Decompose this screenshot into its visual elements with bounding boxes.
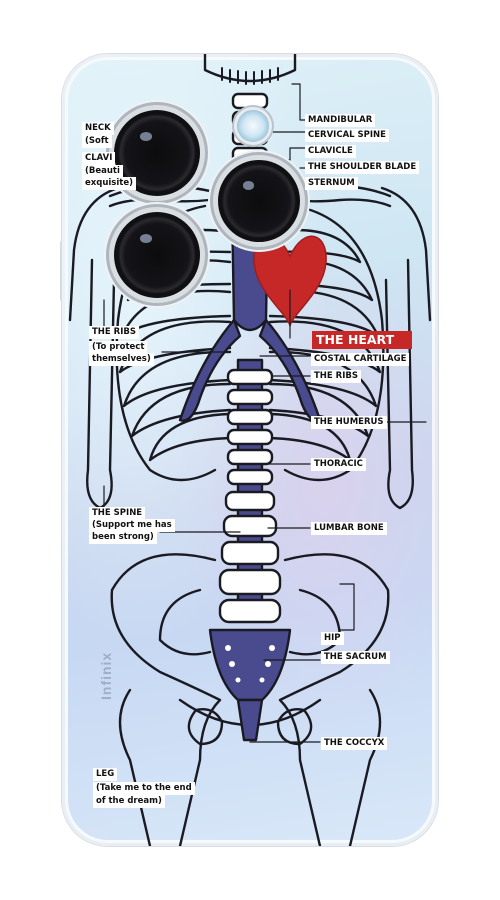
pelvis-right (278, 553, 390, 846)
label-the-ribs-left: THE RIBS (89, 326, 139, 339)
label-mandibular: MANDIBULAR (305, 114, 376, 127)
label-neck: NECK (82, 122, 114, 135)
label-the-ribs-left-sub2: themselves) (89, 353, 154, 366)
teeth (221, 67, 279, 85)
sacrum (208, 628, 292, 702)
label-hip: HIP (321, 632, 344, 645)
label-the-ribs-right: THE RIBS (311, 370, 361, 383)
pelvis-left (110, 553, 222, 846)
label-clavicle-left-sub1: (Beauti (82, 165, 123, 178)
humerus-left (86, 258, 116, 510)
rib-cage-right (283, 204, 385, 482)
vertebrae (218, 368, 282, 624)
label-thoracic: THORACIC (311, 458, 366, 471)
obturator-right (276, 708, 313, 746)
coccyx (236, 698, 264, 742)
humerus-right (384, 258, 414, 510)
femur-right (348, 688, 382, 846)
jaw-bone (203, 54, 297, 83)
label-the-ribs-left-sub1: (To protect (89, 341, 148, 354)
brand-watermark: Infinix (98, 651, 114, 700)
obturator-left (187, 708, 224, 746)
camera-lens-icon (114, 212, 200, 298)
camera-lens-icon (218, 160, 300, 242)
costal-cartilage (178, 318, 322, 422)
label-the-spine-sub2: been strong) (89, 531, 157, 544)
femur-left (118, 688, 152, 846)
flash-icon (237, 110, 269, 142)
label-the-humerus: THE HUMERUS (311, 416, 387, 429)
label-the-sacrum: THE SACRUM (321, 651, 390, 664)
shoulder-left (68, 186, 120, 322)
label-clavicle-left-sub2: exquisite) (82, 177, 136, 190)
label-lumbar-bone: LUMBAR BONE (311, 522, 387, 535)
label-clavicle: CLAVICLE (305, 145, 356, 158)
iliac-inner-left (158, 588, 212, 656)
shoulder-right (380, 186, 432, 322)
label-leg-sub2: of the dream) (93, 795, 165, 808)
label-neck-sub: (Soft (82, 135, 112, 148)
label-the-spine: THE SPINE (89, 507, 146, 520)
label-the-spine-sub1: (Support me has (89, 519, 175, 532)
label-the-coccyx: THE COCCYX (321, 737, 388, 750)
label-leg-sub1: (Take me to the end (93, 782, 195, 795)
label-shoulder-blade: THE SHOULDER BLADE (305, 161, 420, 174)
sacrum-holes (225, 645, 275, 683)
label-clavicle-left: CLAVI (82, 152, 116, 165)
label-cervical-spine: CERVICAL SPINE (305, 129, 389, 142)
label-the-heart: THE HEART (312, 331, 412, 349)
label-costal-cartilage: COSTAL CARTILAGE (311, 353, 410, 366)
label-leg: LEG (93, 768, 118, 781)
label-sternum: STERNUM (305, 177, 358, 190)
